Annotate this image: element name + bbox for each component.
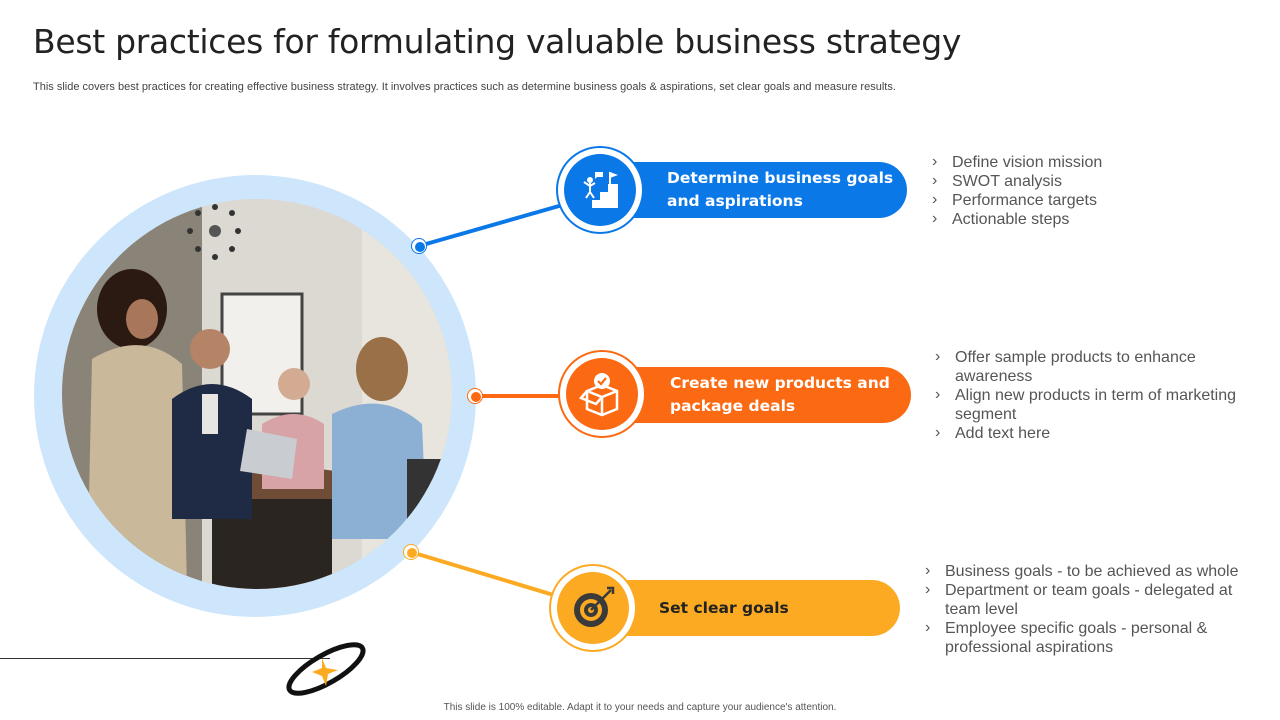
goals-label: Determine business goals and aspirations — [667, 169, 894, 210]
products-badge — [558, 350, 646, 438]
bullet-item: Actionable steps — [932, 209, 1252, 229]
bullet-item: Add text here — [935, 423, 1255, 443]
goals-pill: Determine business goals and aspirations — [598, 162, 907, 218]
team-meeting-photo — [62, 199, 452, 589]
slide-footer: This slide is 100% editable. Adapt it to… — [443, 702, 837, 713]
bullet-item: SWOT analysis — [932, 171, 1252, 191]
connector-dot-blue — [411, 238, 427, 254]
bullet-item: Employee specific goals - personal & pro… — [925, 618, 1245, 657]
goals-badge — [556, 146, 644, 234]
bullet-item: Business goals - to be achieved as whole — [925, 561, 1245, 581]
clear-goals-pill: Set clear goals — [590, 580, 900, 636]
footer-divider — [0, 658, 330, 659]
bullet-item: Performance targets — [932, 190, 1252, 210]
slide-subtitle: This slide covers best practices for cre… — [33, 81, 896, 93]
goal-stairs-icon — [582, 172, 618, 208]
bullet-item: Offer sample products to enhance awarene… — [935, 347, 1255, 386]
products-label: Create new products and package deals — [670, 374, 890, 415]
product-box-icon — [579, 373, 619, 417]
clear-goals-bullet-list: Business goals - to be achieved as whole… — [925, 561, 1245, 657]
slide-title: Best practices for formulating valuable … — [33, 22, 962, 61]
clear-goals-label: Set clear goals — [659, 598, 789, 617]
connector-dot-orange — [467, 388, 483, 404]
company-logo-icon — [286, 642, 366, 696]
products-bullet-list: Offer sample products to enhance awarene… — [935, 347, 1255, 443]
bullet-item: Align new products in term of marketing … — [935, 385, 1255, 424]
connector-dot-yellow — [403, 544, 419, 560]
target-icon — [574, 586, 615, 627]
clear-goals-badge — [549, 564, 637, 652]
bullet-item: Department or team goals - delegated at … — [925, 580, 1245, 619]
goals-bullet-list: Define vision mission SWOT analysis Perf… — [932, 152, 1252, 229]
bullet-item: Define vision mission — [932, 152, 1252, 172]
products-pill: Create new products and package deals — [598, 367, 911, 423]
